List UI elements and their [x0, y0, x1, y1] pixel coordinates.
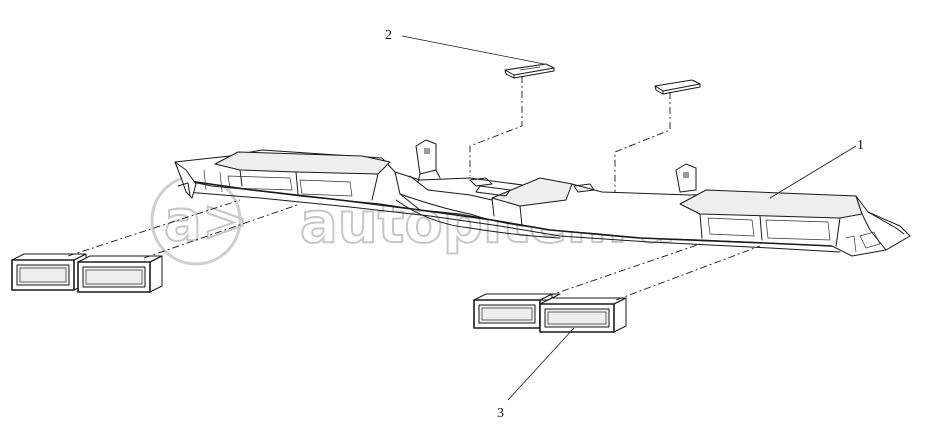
callout-3: 3	[497, 406, 504, 421]
part-3-vent-left-a	[11, 253, 87, 291]
bracket-hole-right	[683, 172, 689, 178]
part-3-vent-right-a	[473, 293, 561, 329]
part-3-vent-left-b	[77, 255, 163, 293]
watermark-logo: a>	[164, 189, 249, 254]
leaders	[401, 35, 857, 401]
part-1-main-air-duct	[174, 139, 911, 257]
callout-1: 1	[857, 138, 864, 153]
callout-2: 2	[385, 28, 392, 43]
bracket-hole	[424, 148, 430, 154]
part-2-cover-plate-right	[654, 79, 701, 95]
part-2-cover-plate-left	[504, 63, 555, 79]
part-3-vent-right-b	[539, 297, 627, 333]
assembly-lines	[67, 76, 761, 301]
